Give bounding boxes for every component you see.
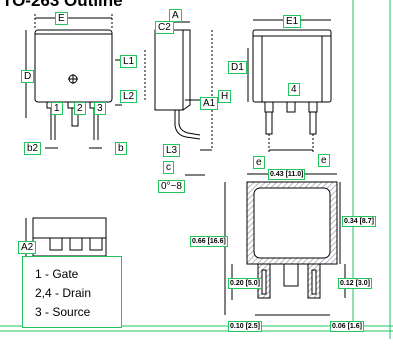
label-b: b <box>115 142 127 155</box>
label-pin-1: 1 <box>51 102 63 115</box>
label-angle: 0°~8 <box>158 180 185 193</box>
dimension-foot-height: 0.12 [3.0] <box>338 278 372 289</box>
label-L2: L2 <box>120 90 138 103</box>
dimension-pitch: 0.10 [2.5] <box>228 321 262 332</box>
label-H: H <box>218 90 232 103</box>
legend-drain: 2,4 - Drain <box>35 286 92 300</box>
label-e-left: e <box>253 156 265 169</box>
legend-source: 3 - Source <box>35 305 91 319</box>
label-b2: b2 <box>24 142 42 155</box>
drawing-title: TO-263 Outline <box>2 0 123 10</box>
legend-gate: 1 - Gate <box>35 267 79 281</box>
label-c: c <box>163 161 174 174</box>
label-pin-4: 4 <box>288 83 300 96</box>
label-e-right: e <box>318 154 330 167</box>
label-A: A <box>169 9 182 22</box>
label-pin-3: 3 <box>94 102 106 115</box>
label-pin-2: 2 <box>74 102 86 115</box>
pin-legend: 1 - Gate 2,4 - Drain 3 - Source <box>22 256 122 328</box>
label-D: D <box>21 70 35 83</box>
dimension-left-height: 0.66 [16.6] <box>190 236 228 247</box>
label-A2: A2 <box>18 241 37 254</box>
dimension-top-width: 0.43 [11.0] <box>268 169 306 180</box>
dimension-right-height: 0.34 [8.7] <box>342 216 376 227</box>
label-E1: E1 <box>283 15 302 28</box>
label-E: E <box>55 12 68 25</box>
label-D1: D1 <box>228 61 247 74</box>
label-L1: L1 <box>120 55 138 68</box>
dimension-lead-length: 0.20 [5.0] <box>228 278 262 289</box>
label-A1: A1 <box>200 97 219 110</box>
label-L3: L3 <box>163 144 181 157</box>
dimension-lead-width: 0.06 [1.6] <box>330 321 364 332</box>
label-C2: C2 <box>155 21 174 34</box>
